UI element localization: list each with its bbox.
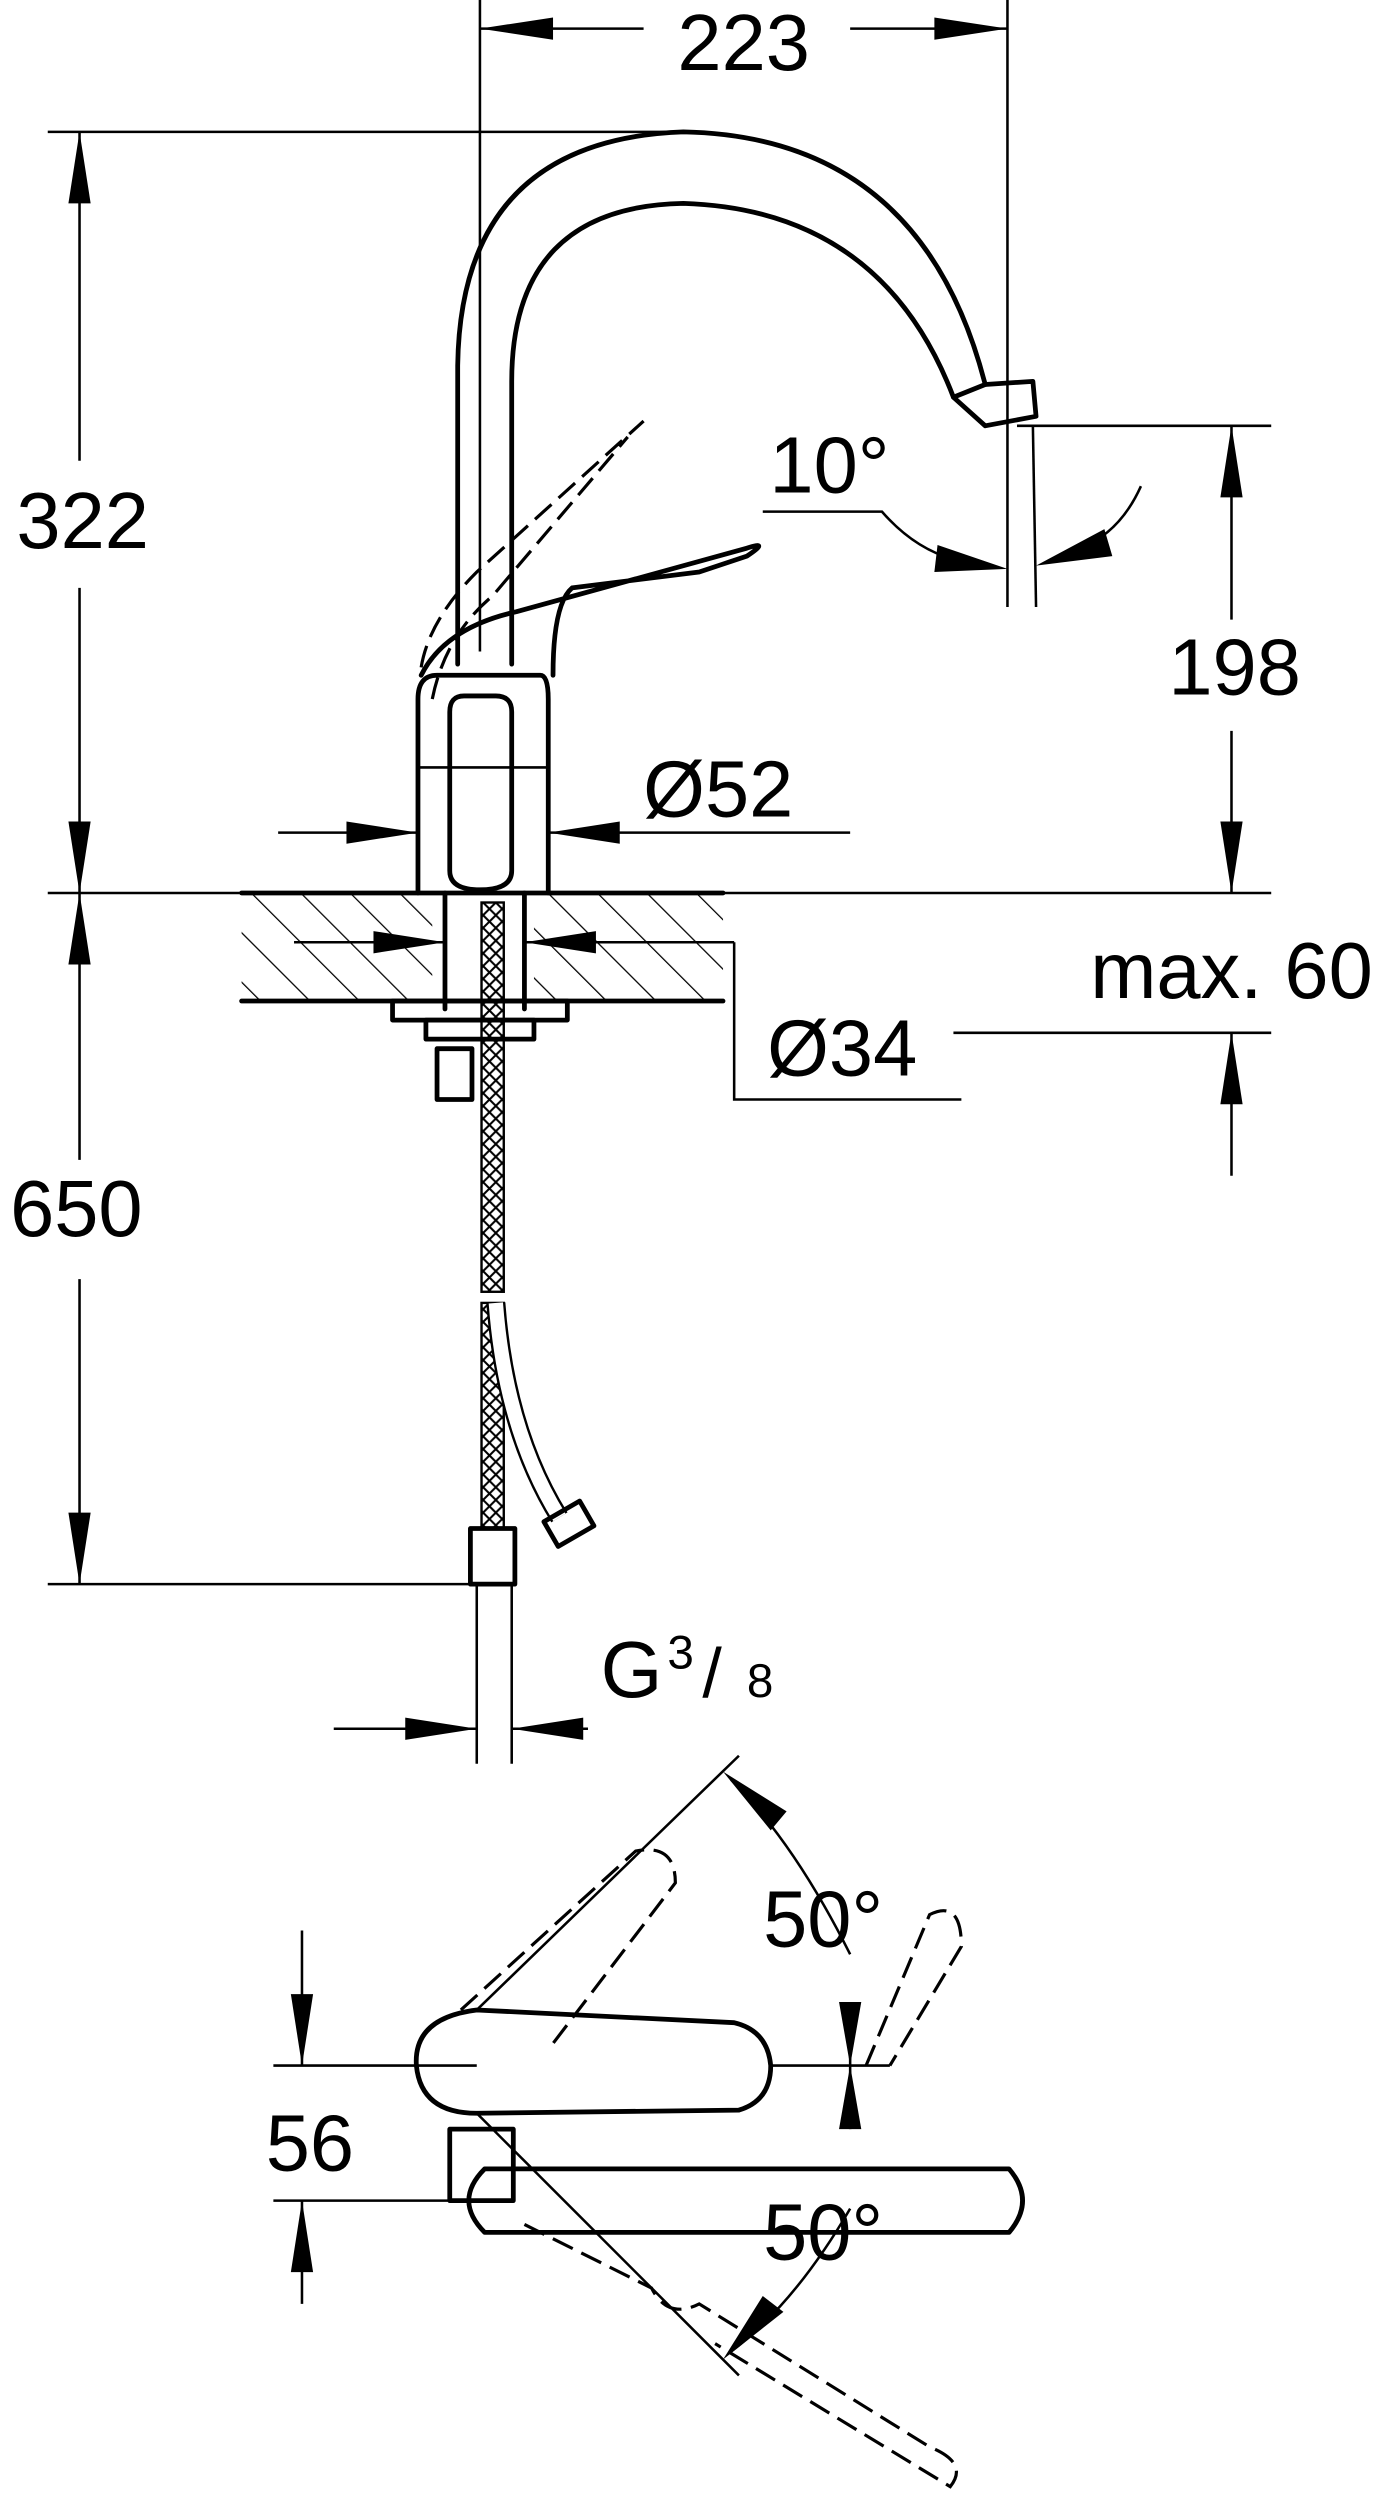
dimension-56: 56 xyxy=(266,1930,890,2304)
dimension-56-label: 56 xyxy=(266,2098,354,2187)
thread-numerator: 3 xyxy=(667,1626,694,1679)
shank xyxy=(390,890,570,1102)
faucet-body xyxy=(415,672,551,896)
thread-g-label: G xyxy=(601,1625,663,1714)
angle-50-bottom-label: 50° xyxy=(763,2187,883,2276)
spout xyxy=(455,129,1039,667)
dimension-322: 322 xyxy=(16,130,684,893)
dimension-dia-52: Ø52 xyxy=(278,745,851,844)
dimension-650-label: 650 xyxy=(10,1164,143,1253)
dimension-max-60: max. 60 xyxy=(953,926,1373,1176)
dimension-322-label: 322 xyxy=(16,476,149,565)
svg-text:/: / xyxy=(702,1634,722,1712)
dimension-dia-52-label: Ø52 xyxy=(643,745,793,834)
dimension-max-60-label: max. 60 xyxy=(1090,926,1373,1015)
angle-50-top-label: 50° xyxy=(763,1874,883,1963)
thread-denominator: 8 xyxy=(747,1655,774,1708)
top-view-lever: 50° 50° xyxy=(413,1754,1025,2489)
dimension-223: 223 xyxy=(478,0,1009,652)
dimension-650: 650 xyxy=(10,892,477,1586)
lever-handle xyxy=(418,543,762,678)
angle-10: 10° xyxy=(762,421,1143,607)
dimension-dia-34-label: Ø34 xyxy=(767,1004,917,1093)
dimension-198-label: 198 xyxy=(1168,622,1301,711)
lever-raised-outline xyxy=(419,419,645,700)
dimension-dia-34: Ø34 xyxy=(294,931,962,1101)
angle-10-label: 10° xyxy=(769,421,889,510)
dimension-thread: G 3 / 8 xyxy=(333,1584,774,1764)
supply-hoses xyxy=(468,901,597,1587)
dimension-223-label: 223 xyxy=(677,0,810,87)
dimension-198: 198 xyxy=(1016,424,1301,893)
